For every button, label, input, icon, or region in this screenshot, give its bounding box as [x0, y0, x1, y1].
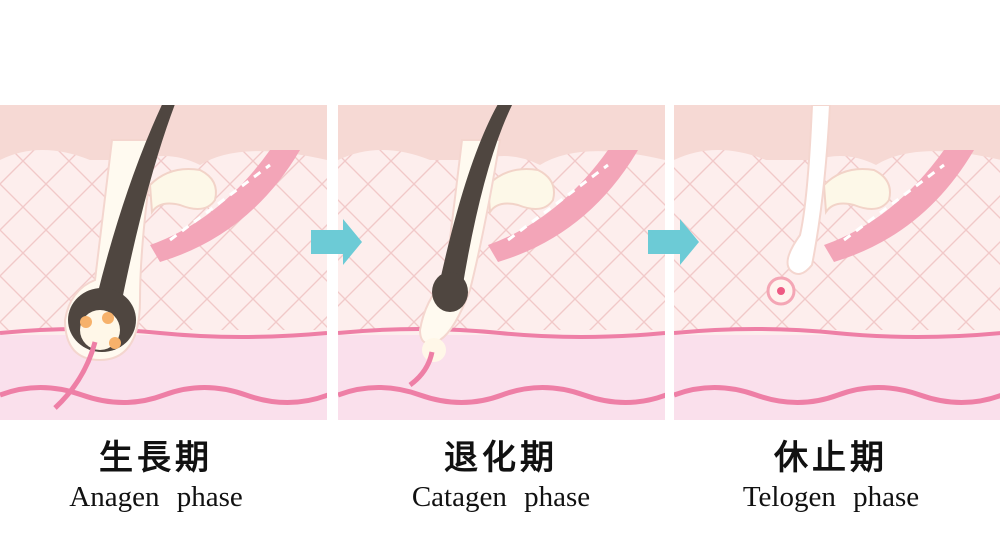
stage-name-en: Anagen phase — [69, 481, 243, 513]
subcutis-layer — [0, 335, 327, 420]
epidermis-layer — [674, 105, 1000, 165]
blood-vessel — [408, 351, 435, 388]
skin-boundary-line — [338, 327, 665, 339]
wavy-line — [0, 385, 327, 405]
skin-boundary-line — [0, 327, 327, 339]
hair-shaft — [96, 105, 175, 300]
hair-bulb — [432, 272, 468, 312]
arrector-pili-muscle — [824, 150, 974, 262]
matrix-cell — [102, 312, 114, 324]
matrix-cell — [80, 316, 92, 328]
stage-label-catagen: 退化期 Catagen phase — [351, 438, 651, 516]
skin-boundary-line — [674, 327, 1000, 339]
arrector-pili-muscle — [150, 150, 300, 262]
sebaceous-gland — [148, 168, 217, 215]
wavy-line — [674, 385, 1000, 405]
subcutis-layer — [674, 335, 1000, 420]
blood-vessel — [53, 341, 98, 410]
hair-shaft — [438, 105, 513, 290]
arrector-pili-muscle — [488, 150, 638, 262]
epidermis-layer — [338, 105, 665, 165]
stage-name-jp: 生長期 — [99, 438, 213, 478]
arrow-right-icon — [311, 219, 362, 265]
subcutis-layer — [338, 335, 665, 420]
stage-name-jp: 休止期 — [774, 438, 888, 478]
sebaceous-gland — [486, 168, 555, 215]
arrow-right-icon — [648, 219, 699, 265]
stage-label-telogen: 休止期 Telogen phase — [681, 438, 981, 516]
dermal-papilla — [422, 338, 446, 362]
panel-anagen — [0, 105, 327, 420]
sebaceous-gland — [822, 168, 891, 215]
papilla-core — [777, 287, 785, 295]
resting-follicle — [786, 105, 832, 275]
matrix-cell — [109, 337, 121, 349]
stage-label-anagen: 生長期 Anagen phase — [6, 438, 306, 516]
stage-name-en: Telogen phase — [742, 481, 920, 513]
panel-telogen — [674, 105, 1000, 420]
stage-name-en: Catagen phase — [411, 481, 591, 513]
panel-catagen — [338, 105, 665, 420]
wavy-line — [338, 385, 665, 405]
stage-name-jp: 退化期 — [444, 438, 558, 478]
